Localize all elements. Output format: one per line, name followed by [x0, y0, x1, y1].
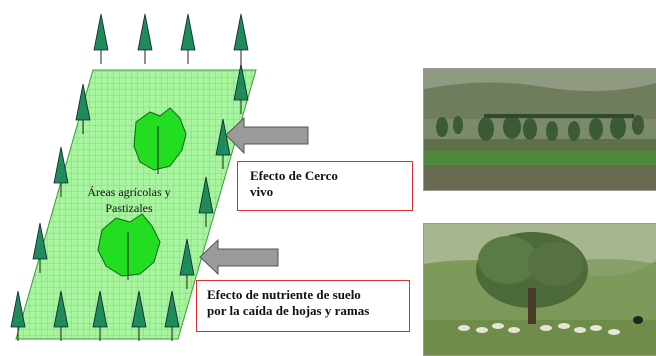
conifer-tree-icon [93, 13, 109, 65]
area-label-line2: Pastizales [105, 201, 153, 215]
area-label-line1: Áreas agrícolas y [87, 185, 171, 199]
tree-with-livestock-photo [423, 223, 656, 356]
living-fence-photo [423, 68, 656, 191]
tree-canopy-icon [97, 213, 161, 280]
conifer-tree-icon [233, 13, 249, 65]
living-fence-callout: Efecto de Cerco vivo [237, 161, 413, 211]
conifer-tree-icon [180, 13, 196, 65]
soil-nutrient-callout-line2: por la caída de hojas y ramas [207, 303, 370, 318]
conifer-tree-icon [137, 13, 153, 65]
tree-canopy-icon [133, 107, 187, 174]
arrow-icon [225, 116, 309, 155]
area-label: Áreas agrícolas y Pastizales [56, 184, 202, 216]
soil-nutrient-callout-line1: Efecto de nutriente de suelo [207, 287, 361, 302]
soil-nutrient-callout: Efecto de nutriente de suelo por la caíd… [196, 280, 410, 332]
living-fence-callout-line2: vivo [250, 184, 274, 199]
living-fence-callout-line1: Efecto de Cerco [250, 168, 338, 183]
arrow-icon [199, 238, 279, 276]
